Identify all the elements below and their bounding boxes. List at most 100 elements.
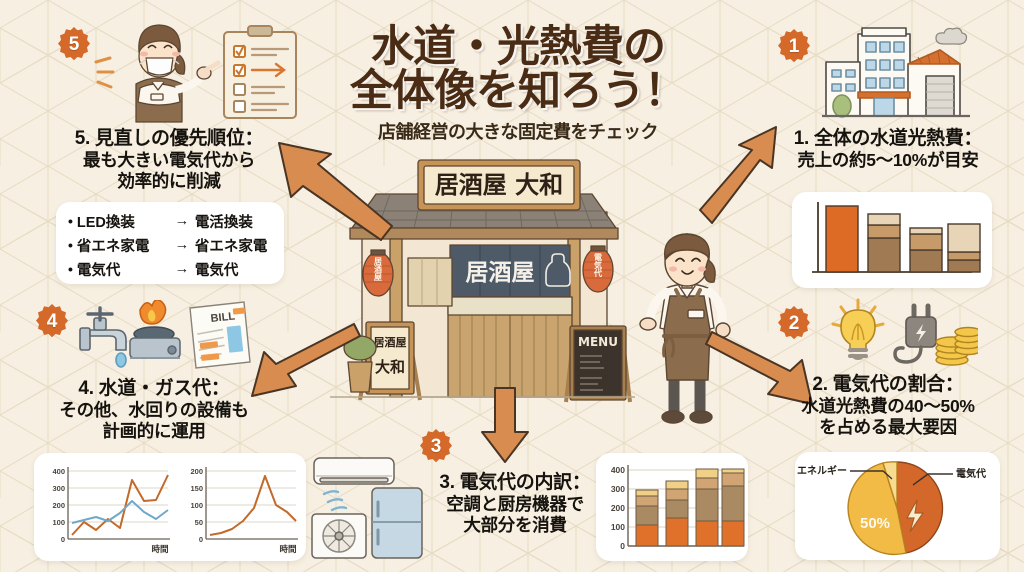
section-3-heading-line2: 空調と厨房機器で: [446, 494, 584, 515]
section-5-heading-line2: 最も大きい電気代から: [83, 150, 255, 171]
bullet-dot: •: [68, 261, 73, 277]
bullet-from: 省エネ家電: [76, 238, 150, 255]
refrigerator-icon: [371, 487, 423, 559]
section-3-chart-card: 400 300 200 100 0: [596, 453, 748, 561]
pie-data-label: 50%: [860, 515, 890, 532]
lantern-right-text: 電気代: [594, 252, 603, 278]
bullet-from: 電気代: [76, 262, 121, 279]
section-2-icons: [831, 298, 978, 366]
lightbulb-icon: [831, 298, 885, 360]
section-4-number: 4: [46, 311, 58, 332]
section-2-heading-line2: 水道光熱費の40〜50%: [801, 396, 975, 417]
smoke-icon: [935, 27, 968, 45]
power-plug-icon: [893, 303, 937, 364]
bullet-arrow: →: [174, 237, 190, 253]
bullet-arrow: →: [174, 261, 190, 277]
section-4-heading-line3: 計画的に運用: [102, 421, 206, 442]
svg-text:300: 300: [52, 484, 65, 493]
y-tick-200: 200: [611, 503, 625, 513]
bullet-to: 電活換装: [194, 214, 253, 231]
section-2-heading: 2. 電気代の割合： 水道光熱費の40〜50% を占める最大要因: [752, 374, 1024, 438]
outdoor-unit-icon: [311, 513, 367, 559]
section-2-heading-line3: を占める最大要因: [819, 417, 957, 438]
section-1-heading-line1: 1. 全体の水道光熱費：: [793, 128, 983, 149]
svg-text:200: 200: [190, 467, 203, 476]
bullet-to: 電気代: [194, 262, 239, 279]
section-3-badge: 3: [417, 428, 455, 466]
bill-label: BILL: [210, 310, 236, 325]
gas-stove-icon: [129, 300, 181, 359]
section-1-heading-line2: 売上の約5〜10%が目安: [797, 150, 979, 171]
section-2-heading-line1: 2. 電気代の割合：: [812, 374, 964, 395]
bullet-dot: •: [68, 213, 73, 229]
section-1-icons: [822, 27, 970, 118]
izakaya-storefront-illustration: 居酒屋 大和 居酒屋: [330, 159, 635, 403]
pie-label-energy: エネルギー: [797, 464, 847, 477]
section-2-pie-chart: 50% エネルギー 電気代: [797, 461, 986, 556]
section-4-icons: BILL: [79, 300, 251, 369]
air-conditioner-icon: [313, 457, 395, 485]
section-5-heading-line3: 効率的に削減: [117, 171, 221, 192]
section-1-chart-card: [792, 192, 992, 288]
lantern-right: 電気代: [582, 245, 614, 293]
section-5-bullet-card: • LED換装 → 電活換装 • 省エネ家電 → 省エネ家電 • 電気代 → 電…: [56, 202, 284, 284]
coins-icon: [935, 326, 978, 366]
right-chart-xlabel: 時間: [279, 544, 296, 555]
title-subtitle: 店舗経営の大きな固定費をチェック: [378, 121, 659, 142]
list-item: • LED換装 → 電活換装: [68, 209, 272, 233]
bullet-from: LED換装: [76, 214, 135, 231]
section-1-badge: 1: [775, 28, 813, 66]
faucet-icon: [79, 306, 127, 368]
page-title: 水道・光熱費の 全体像を知ろう！ 店舗経営の大きな固定費をチェック: [332, 25, 704, 144]
bullet-dot: •: [68, 237, 73, 253]
section-5-heading: 5. 見直しの優先順位： 最も大きい電気代から 効率的に削減: [34, 128, 304, 192]
svg-text:100: 100: [52, 518, 65, 527]
a-frame-line-2: 大和: [375, 358, 405, 376]
shop-signboard-text: 居酒屋 大和: [435, 171, 563, 199]
sake-bottle-icon: [545, 253, 571, 287]
svg-text:200: 200: [52, 501, 65, 510]
section-1-number: 1: [788, 36, 800, 57]
svg-text:400: 400: [52, 467, 65, 476]
left-chart-xlabel: 時間: [151, 544, 168, 555]
section-3-number: 3: [430, 436, 442, 457]
section-4-badge: 4: [33, 303, 71, 341]
section-5-heading-line1: 5. 見直しの優先順位：: [74, 128, 264, 149]
section-5-icons: [135, 24, 297, 123]
pie-label-electricity: 電気代: [956, 467, 986, 480]
shop-staff-illustration: [639, 233, 731, 424]
bullet-arrow: →: [174, 213, 190, 229]
svg-text:100: 100: [190, 501, 203, 510]
lantern-left-text: 居酒屋: [374, 257, 383, 282]
section-3-heading: 3. 電気代の内訳： 空調と厨房機器で 大部分を消費: [420, 472, 610, 536]
a-frame-line-1: 居酒屋: [374, 336, 407, 349]
list-item: • 電気代 → 電気代: [68, 257, 272, 281]
section-3-heading-line3: 大部分を消費: [463, 515, 567, 536]
section-3-icons: [311, 457, 423, 559]
section-5-badge: 5: [55, 26, 93, 64]
section-2-chart-card: 50% エネルギー 電気代: [795, 452, 1000, 560]
section-4-heading: 4. 水道・ガス代： その他、水回りの設備も 計画的に運用: [18, 378, 290, 442]
section-3-stacked-bar-chart: 400 300 200 100 0: [611, 465, 745, 551]
bill-icon: BILL: [189, 301, 251, 369]
section-1-bar-chart: [812, 202, 981, 273]
section-1-heading: 1. 全体の水道光熱費： 売上の約5〜10%が目安: [752, 128, 1024, 171]
section-3-heading-line1: 3. 電気代の内訳：: [439, 472, 591, 493]
section-2-badge: 2: [775, 305, 813, 343]
lantern-left: 居酒屋: [362, 249, 394, 297]
menu-chalkboard: MENU: [564, 325, 632, 403]
bullet-to: 省エネ家電: [194, 238, 268, 255]
section-4-heading-line1: 4. 水道・ガス代：: [78, 378, 230, 399]
y-tick-300: 300: [611, 484, 625, 494]
list-item: • 省エネ家電 → 省エネ家電: [68, 233, 272, 257]
checklist-icon: [223, 25, 297, 119]
title-line-2: 全体像を知ろう！: [350, 66, 687, 115]
svg-text:50: 50: [195, 518, 203, 527]
y-tick-0: 0: [620, 541, 625, 551]
section-2-number: 2: [788, 313, 800, 334]
